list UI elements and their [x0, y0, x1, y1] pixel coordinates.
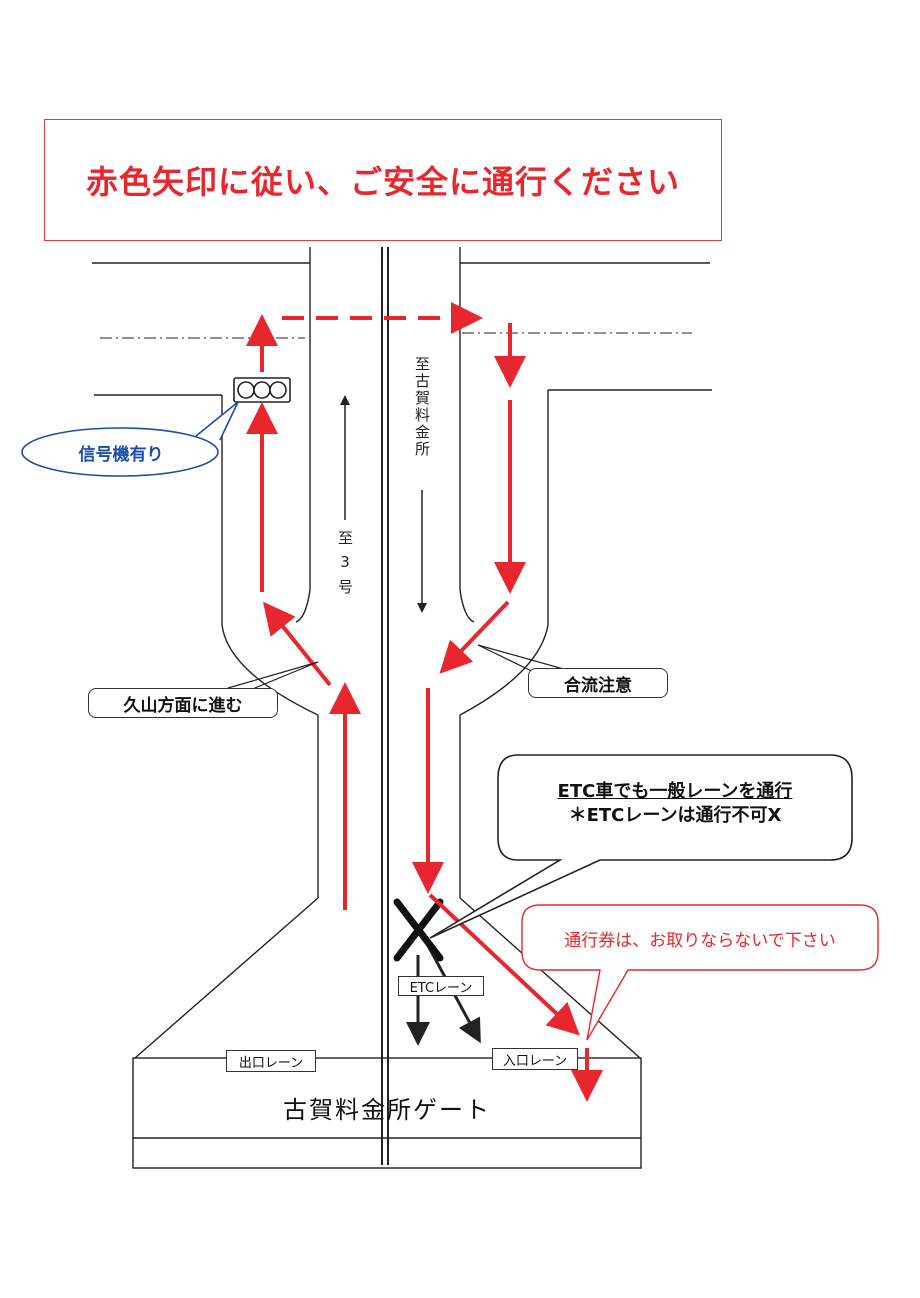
cross-road-centerline: [100, 332, 692, 339]
kuyama-direction-label: 久山方面に進む: [88, 688, 278, 718]
merge-caution-label: 合流注意: [528, 668, 668, 698]
median-line: [381, 247, 389, 1165]
road-label-to-tollgate: 至古賀料金所: [413, 356, 431, 480]
route-arrow-to-entry-lane: [428, 893, 580, 1036]
ticket-callout-bubble: [521, 904, 879, 1041]
road-outline: [92, 247, 712, 1169]
direction-arrows: [340, 395, 427, 613]
traffic-signal-icon: [233, 377, 291, 403]
etc-callout-bubble: [429, 754, 853, 939]
route-arrow-merge-diagonal: [439, 600, 510, 674]
etc-callout-text: ETC車でも一般レーンを通行 ＊ETCレーンは通行不可X: [502, 780, 848, 829]
etc-callout-line2: ＊ETCレーンは通行不可X: [568, 805, 782, 827]
etc-lane-label: ETCレーン: [398, 976, 484, 996]
road-label-to-route3: 至3号: [336, 530, 354, 606]
instruction-banner: 赤色矢印に従い、ご安全に通行ください: [44, 119, 722, 241]
gate-title: 古賀料金所ゲート: [283, 1096, 491, 1124]
signal-callout-text: 信号機有り: [78, 445, 164, 465]
etc-callout-line1: ETC車でも一般レーンを通行: [557, 781, 793, 802]
route-arrow-left-diagonal: [262, 601, 332, 687]
entry-lane-label: 入口レーン: [492, 1048, 578, 1070]
signal-callout-bubble: [21, 401, 239, 477]
kuyama-direction-text: 久山方面に進む: [123, 695, 243, 716]
no-entry-cross-icon: [393, 898, 444, 962]
exit-lane-label: 出口レーン: [226, 1050, 316, 1072]
ticket-callout-text: 通行券は、お取りならないで下さい: [564, 931, 836, 951]
merge-caution-text: 合流注意: [564, 675, 632, 696]
banner-text: 赤色矢印に従い、ご安全に通行ください: [85, 163, 680, 201]
route-arrows: [246, 302, 603, 1102]
